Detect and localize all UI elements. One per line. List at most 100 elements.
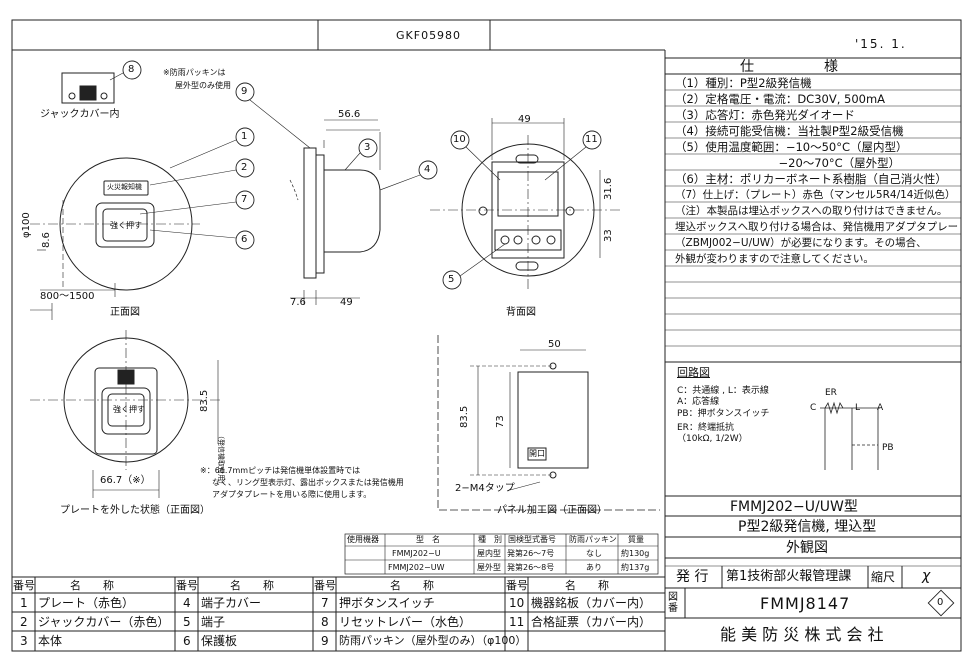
balloon-4: 4 <box>424 164 431 175</box>
scale-label: 縮尺 <box>871 570 896 584</box>
mt-r1c3: 発第26〜8号 <box>507 563 555 572</box>
spec-line: （ZBMJ002−U/UW）が必要になります。その場合、 <box>675 237 927 249</box>
pitch-note: アダプタプレートを用いる際に使用します。 <box>212 490 372 499</box>
mt-r0c1: FMMJ202−U <box>392 549 441 558</box>
part-no: 2 <box>20 615 28 629</box>
part-name: 本体 <box>38 634 63 648</box>
plate-off-label: プレートを外した状態（正面図） <box>60 505 210 516</box>
mt-r1c1: FMMJ202−UW <box>388 563 445 572</box>
panel-label: パネル加工図（正面図） <box>497 505 607 516</box>
mt-r0c5: 約130g <box>621 549 650 558</box>
mt-h5: 質量 <box>628 535 644 544</box>
circuit-legend: PB：押ボタンスイッチ <box>677 409 770 419</box>
balloon-10: 10 <box>453 134 466 145</box>
title-name: P型2級発信機, 埋込型 <box>738 519 877 535</box>
packing-note: 屋外型のみ使用 <box>175 81 231 90</box>
part-name: 機器銘板（カバー内） <box>531 596 652 610</box>
circuit-title: 回路図 <box>677 366 710 379</box>
fire-label: 火災報知機 <box>107 183 142 191</box>
spec-line: （6）主材：ポリカーボネート系樹脂（自己消火性） <box>675 172 947 186</box>
department: 第1技術部火報管理課 <box>726 569 852 584</box>
balloon-9: 9 <box>241 86 248 97</box>
title-kind: 外観図 <box>786 540 828 556</box>
spec-line: （1）種別：P型2級発信機 <box>675 76 812 90</box>
part-no: 5 <box>183 615 191 629</box>
circuit-legend: C：共通線 , L：表示線 <box>677 386 769 396</box>
part-no: 3 <box>20 634 28 648</box>
balloon-1: 1 <box>241 131 248 142</box>
part-name: 端子 <box>201 615 226 629</box>
mt-h3: 国検型式番号 <box>508 535 556 544</box>
button-text: 強く押す <box>110 221 142 230</box>
mt-r0c2: 屋内型 <box>477 549 501 558</box>
dim-76: 7.6 <box>290 297 306 308</box>
jack-cover-label: ジャックカバー内 <box>40 109 120 120</box>
part-name: リセットレバー（水色） <box>339 615 472 629</box>
circuit-c: C <box>810 403 817 413</box>
drawing-code: GKF05980 <box>396 29 462 42</box>
spec-line: （3）応答灯：赤色発光ダイオード <box>675 108 855 122</box>
company-name: 能 美 防 災 株 式 会 社 <box>720 625 884 644</box>
part-no: 1 <box>20 596 28 610</box>
part-no: 10 <box>509 596 525 610</box>
dim-566: 56.6 <box>338 109 361 120</box>
spec-line: 外観が変わりますので注意してください。 <box>675 253 874 265</box>
parts-name-header: 名 称 <box>565 579 609 592</box>
circuit-a: A <box>877 403 884 413</box>
pitch-note: ※：66.7mmピッチは発信機単体設置時では <box>200 466 361 475</box>
part-no: 6 <box>183 634 191 648</box>
mt-r0c4: なし <box>586 549 602 558</box>
mt-h1: 型 名 <box>416 535 440 544</box>
balloon-7: 7 <box>241 194 248 205</box>
scale-value: χ <box>922 568 931 584</box>
part-no: 11 <box>509 615 525 629</box>
circuit-pb: PB <box>882 443 894 453</box>
mt-r1c2: 屋外型 <box>477 563 501 572</box>
spec-line: （7）仕上げ：（プレート）赤色（マンセル5R4/14近似色） <box>675 189 956 201</box>
parts-no-header: 番号 <box>314 579 336 592</box>
dim-73: 73 <box>495 415 506 428</box>
revision: 0 <box>937 597 944 608</box>
dim-49-back: 49 <box>518 114 531 125</box>
pitch-note: なく、リング型表示灯、露出ボックスまたは発信機用 <box>212 478 404 487</box>
parts-name-header: 名 称 <box>70 579 114 592</box>
part-name: 保護板 <box>201 634 238 648</box>
part-name: プレート（赤色） <box>38 596 135 610</box>
mt-r0c3: 発第26〜7号 <box>507 549 555 558</box>
dim-835-panel: 83.5 <box>459 405 470 428</box>
mt-h0: 使用機器 <box>347 535 379 544</box>
dim-835: 83.5 <box>199 389 210 412</box>
issue-label: 発 行 <box>676 569 709 585</box>
balloon-3: 3 <box>364 142 371 153</box>
part-name: 端子カバー <box>201 596 262 610</box>
dim-33: 33 <box>603 229 614 242</box>
spec-line: −20〜70°C（屋外型） <box>675 156 901 170</box>
button-text: 強く押す <box>113 405 145 414</box>
dim-50: 50 <box>548 339 561 350</box>
front-view-label: 正面図 <box>110 307 140 318</box>
balloon-5: 5 <box>448 274 455 285</box>
part-name: 防雨パッキン（屋外型のみ）（φ100） <box>339 634 527 647</box>
balloon-8: 8 <box>128 64 135 75</box>
balloon-6: 6 <box>241 234 248 245</box>
balloon-11: 11 <box>585 134 598 145</box>
dim-49: 49 <box>340 297 353 308</box>
parts-name-header: 名 称 <box>390 579 434 592</box>
parts-no-header: 番号 <box>506 579 528 592</box>
mt-h2: 種 別 <box>478 535 502 544</box>
parts-name-header: 名 称 <box>230 579 274 592</box>
tap-label: 2−M4タップ <box>455 483 515 494</box>
drawing-no: FMMJ8147 <box>760 594 851 613</box>
part-no: 9 <box>321 634 329 648</box>
balloon-2: 2 <box>241 162 248 173</box>
dim-316: 31.6 <box>603 177 614 200</box>
part-no: 4 <box>183 596 191 610</box>
spec-title: 仕 様 <box>740 59 838 75</box>
part-no: 7 <box>321 596 329 610</box>
spec-line: （注）本製品は埋込ボックスへの取り付けはできません。 <box>675 205 948 217</box>
part-name: 押ボタンスイッチ <box>339 596 435 610</box>
spec-line: （5）使用温度範囲：−10〜50°C（屋内型） <box>675 140 908 154</box>
circuit-legend: ER：終端抵抗 <box>677 423 734 433</box>
title-model: FMMJ202−U/UW型 <box>730 499 858 515</box>
